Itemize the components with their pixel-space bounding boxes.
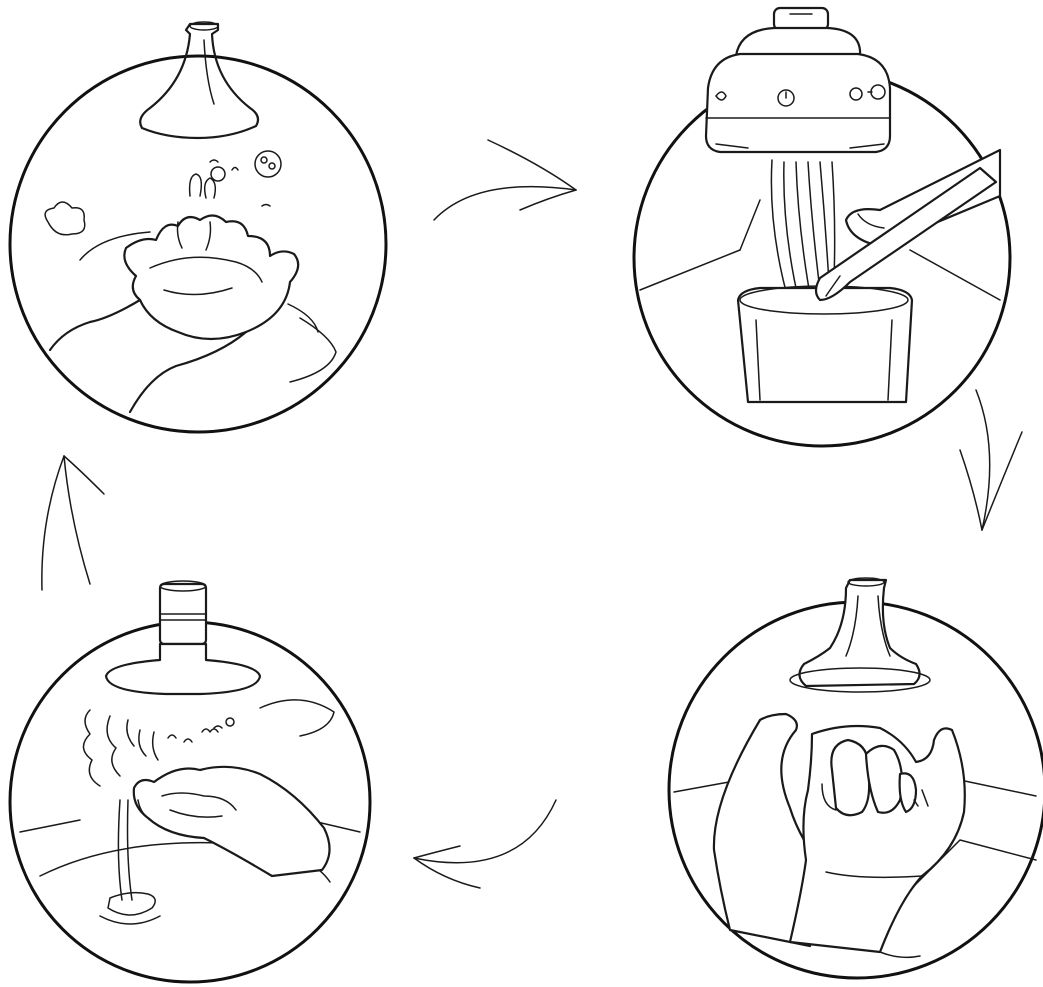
step-bottom-left [10, 581, 370, 982]
step-top-left [10, 22, 386, 432]
curved-arrow-left-icon [414, 800, 556, 888]
curved-arrow-down-icon [960, 390, 1022, 530]
step-top-left-circle [10, 56, 386, 432]
curved-arrow-right-icon [434, 140, 576, 220]
curved-arrow-up-icon [42, 456, 104, 590]
step-top-right [634, 8, 1010, 446]
step-bottom-right [669, 578, 1043, 978]
